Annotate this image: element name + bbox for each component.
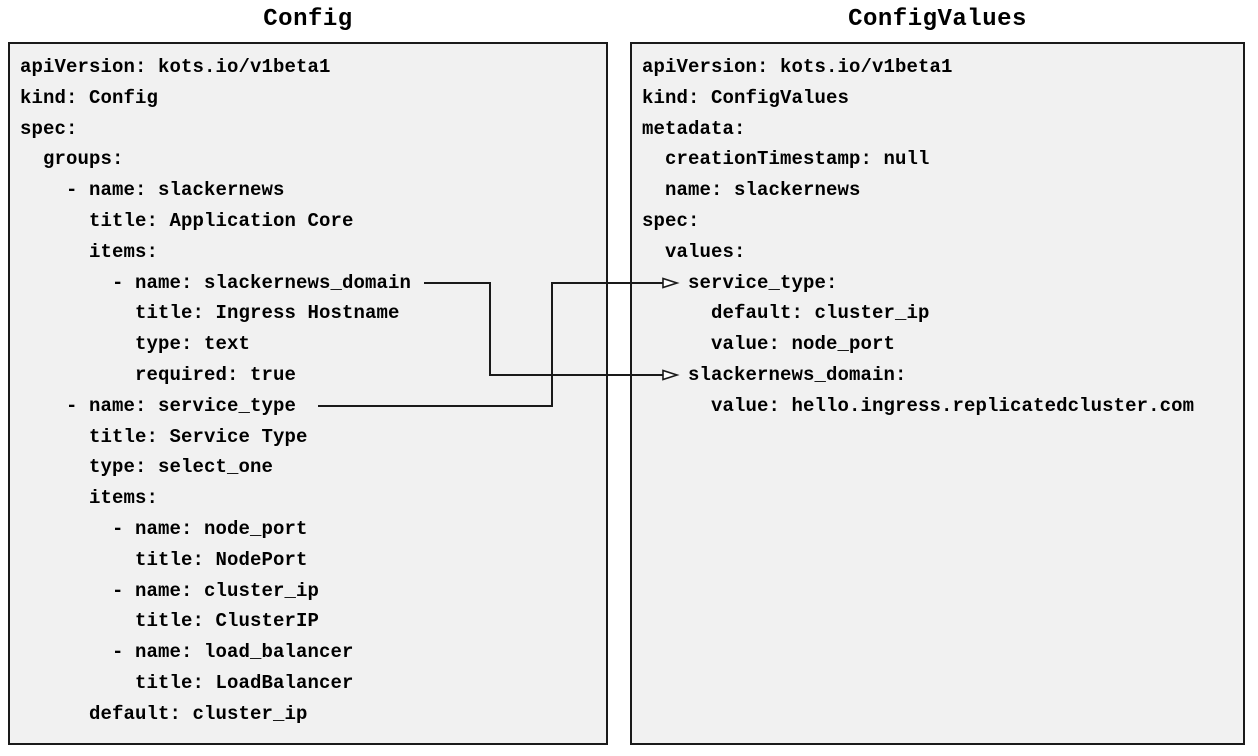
config-panel-title: Config — [263, 6, 353, 33]
configvalues-yaml-code: apiVersion: kots.io/v1beta1 kind: Config… — [642, 56, 1195, 417]
config-yaml-code: apiVersion: kots.io/v1beta1 kind: Config… — [20, 56, 412, 725]
configvalues-panel: apiVersion: kots.io/v1beta1 kind: Config… — [630, 42, 1245, 745]
configvalues-panel-title: ConfigValues — [848, 6, 1027, 33]
config-panel: apiVersion: kots.io/v1beta1 kind: Config… — [8, 42, 608, 745]
